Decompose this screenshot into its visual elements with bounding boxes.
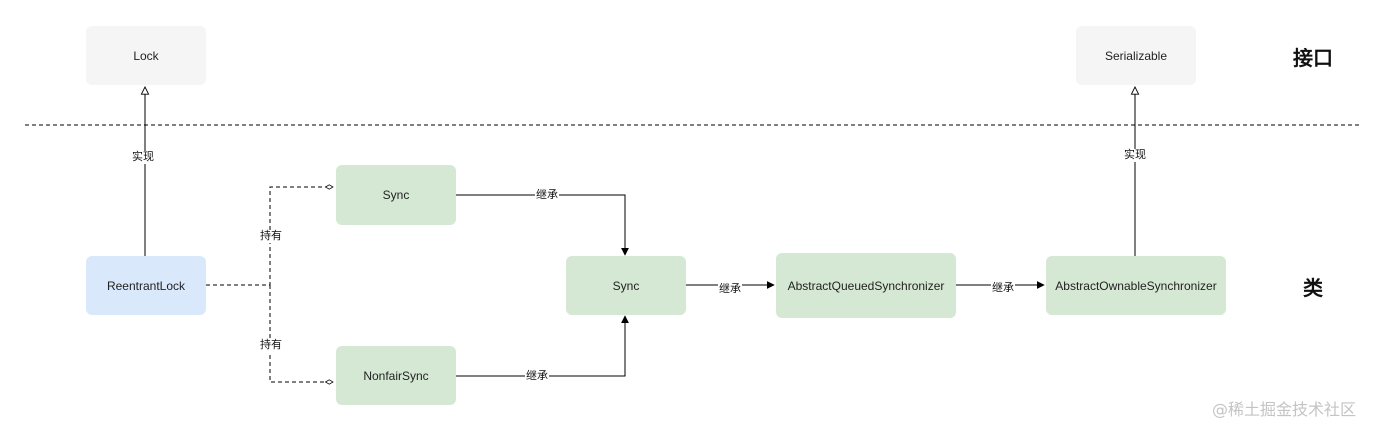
label-sync-base-extends: 继承 (718, 283, 742, 296)
node-reentrant-lock: ReentrantLock (86, 256, 206, 315)
edge-sync-extends (456, 194, 629, 256)
label-implements-serializable: 实现 (1123, 149, 1147, 162)
label-nonfair-extends: 继承 (525, 370, 549, 383)
node-aqs: AbstractQueuedSynchronizer (776, 253, 956, 318)
node-lock: Lock (86, 26, 206, 85)
node-sync-inner: Sync (336, 165, 456, 225)
node-sync-base: Sync (566, 256, 686, 315)
layer-label-class: 类 (1303, 276, 1323, 300)
label-implements-lock: 实现 (131, 151, 155, 164)
edge-nonfair-extends (456, 315, 629, 377)
node-serializable: Serializable (1076, 26, 1196, 85)
watermark: @稀土掘金技术社区 (1212, 400, 1357, 419)
label-holds-sync: 持有 (259, 230, 283, 243)
edge-holds-nonfair (269, 285, 334, 385)
layer-label-interface: 接口 (1293, 46, 1333, 70)
label-aqs-extends: 继承 (991, 282, 1015, 295)
node-nonfair-sync: NonfairSync (336, 346, 456, 405)
label-holds-nonfair: 持有 (259, 339, 283, 352)
node-aos: AbstractOwnableSynchronizer (1046, 256, 1226, 315)
label-sync-extends: 继承 (535, 189, 559, 202)
